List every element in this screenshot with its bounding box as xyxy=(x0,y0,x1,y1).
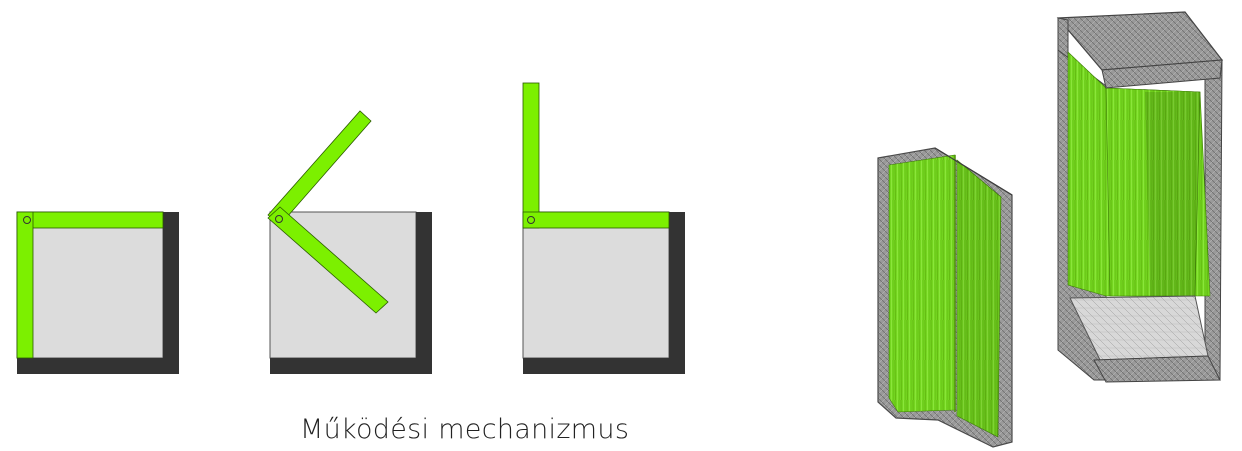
panel-lower-swing xyxy=(267,206,389,314)
panel-horizontal xyxy=(522,211,670,229)
diagram-closed xyxy=(16,211,179,374)
frame-right xyxy=(669,212,685,374)
frame-right xyxy=(416,212,432,374)
hinge-icon xyxy=(23,216,31,224)
diagram-open xyxy=(522,82,685,374)
box-body xyxy=(522,211,670,359)
frame-bottom xyxy=(523,358,685,374)
panel-left xyxy=(16,211,34,359)
hinge-icon xyxy=(527,216,535,224)
panel-vertical xyxy=(522,82,540,229)
panel-top xyxy=(16,211,164,229)
panel-upper-swing xyxy=(267,110,372,226)
panel-render xyxy=(877,147,1013,448)
frame-right xyxy=(163,212,179,374)
caption-text: Működési mechanizmus xyxy=(300,414,630,445)
hinge-icon xyxy=(275,215,283,223)
frame-bottom xyxy=(17,358,179,374)
frame-bottom xyxy=(270,358,432,374)
diagram-opening xyxy=(267,110,432,374)
box-render xyxy=(1056,11,1224,383)
box-body xyxy=(16,211,164,359)
